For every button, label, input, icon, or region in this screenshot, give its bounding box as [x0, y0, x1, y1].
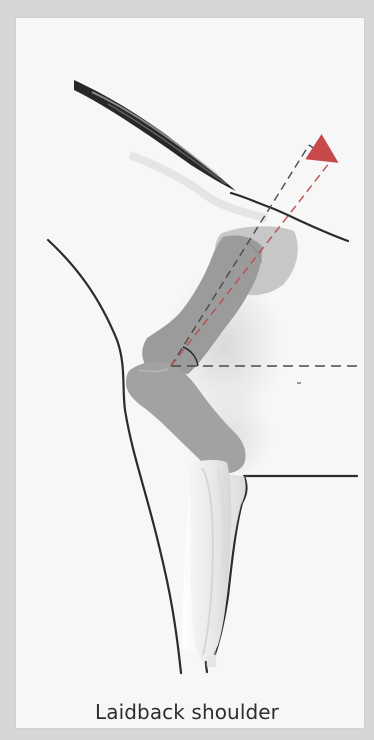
radius-ulna-bone: [189, 460, 231, 661]
mane-hair-shape: [74, 80, 236, 191]
diagram-caption: Laidback shoulder: [0, 700, 374, 724]
